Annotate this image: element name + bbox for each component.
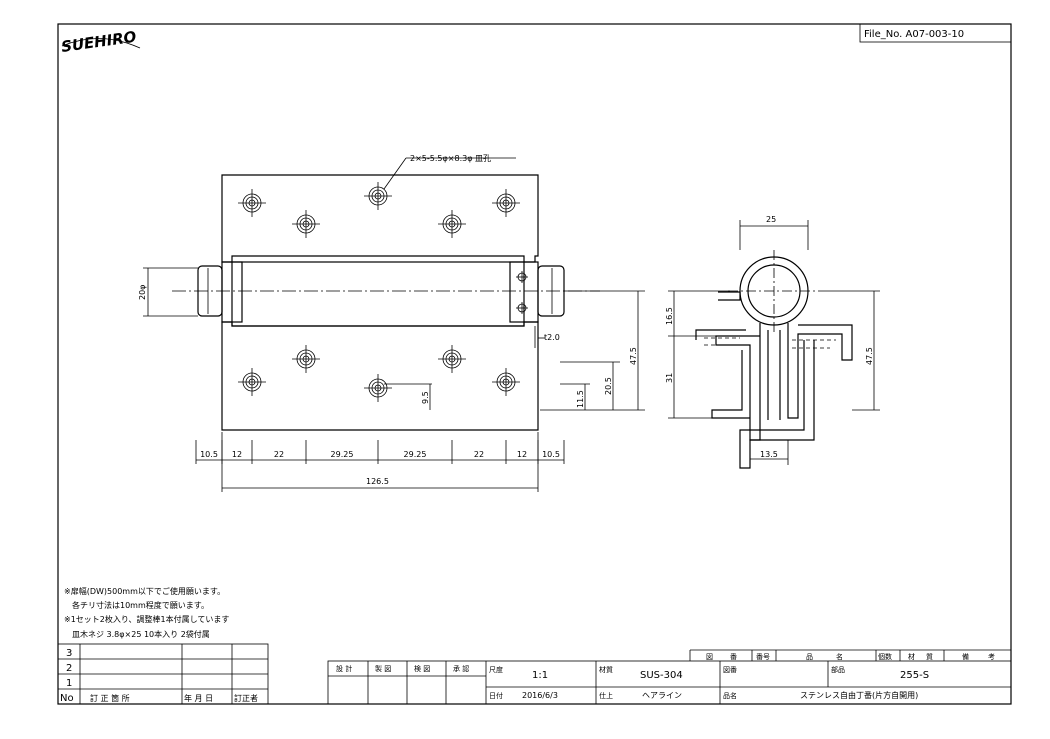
bottom-dim-label: 12 xyxy=(232,450,242,459)
ph-ko: 考 xyxy=(988,653,995,661)
countersunk-hole xyxy=(292,210,320,238)
rev-row-2: 2 xyxy=(66,663,72,674)
note-1: ※扉幅(DW)500mm以下でご使用願います。 xyxy=(64,586,225,596)
bottom-dim-label: 10.5 xyxy=(542,450,560,459)
hinge-side-view xyxy=(695,250,853,469)
callout-leader xyxy=(383,157,407,190)
countersunk-hole xyxy=(292,345,320,373)
material-label: 材質 xyxy=(599,665,613,674)
scale-label: 尺度 xyxy=(489,665,503,674)
rev-head-no: No xyxy=(60,693,74,704)
plate-thickness: t2.0 xyxy=(544,333,560,342)
hole-callout: 2×5-5.5φ×8.3φ 皿孔 xyxy=(410,154,491,163)
finish-label: 仕上 xyxy=(599,691,613,700)
bottom-dim-label: 22 xyxy=(274,450,284,459)
rev-row-1: 1 xyxy=(66,678,72,689)
side-dim-16-5: 16.5 xyxy=(665,307,674,325)
side-dim-31: 31 xyxy=(665,373,674,383)
suehiro-logo: SUEHIRO xyxy=(60,28,138,56)
finish-value: ヘアライン xyxy=(642,691,682,700)
ph-mei: 名 xyxy=(836,652,843,661)
approval-approve: 承 認 xyxy=(453,664,469,673)
file-no-box xyxy=(859,23,1012,43)
side-dim-25: 25 xyxy=(766,215,776,224)
rev-row-3: 3 xyxy=(66,648,72,659)
notes: ※扉幅(DW)500mm以下でご使用願います。 各チリ寸法は10mm程度で願いま… xyxy=(64,586,229,639)
approval-draft: 製 図 xyxy=(375,664,391,673)
drawing-no-label: 図番 xyxy=(723,666,737,674)
countersunk-hole xyxy=(364,182,392,210)
bottom-dim-label: 29.25 xyxy=(404,450,427,459)
bottom-dim-label: 22 xyxy=(474,450,484,459)
note-4: 皿木ネジ 3.8φ×25 10本入り 2袋付属 xyxy=(72,629,210,639)
note-2: 各チリ寸法は10mm程度で願います。 xyxy=(72,600,209,610)
logo-text: SUEHIRO xyxy=(60,28,138,56)
countersunk-hole xyxy=(492,368,520,396)
ph-bango: 番号 xyxy=(756,653,770,661)
file-no: File_No. A07-003-10 xyxy=(864,29,964,40)
side-dim-47-5: 47.5 xyxy=(865,347,874,365)
countersunk-holes xyxy=(238,182,520,402)
countersunk-hole xyxy=(438,345,466,373)
dim-20-5: 20.5 xyxy=(604,377,613,395)
bottom-dim-label: 10.5 xyxy=(200,450,218,459)
front-right-dimensions: 47.5 20.5 11.5 9.5 xyxy=(384,290,645,411)
ph-zai: 材 xyxy=(908,652,915,661)
countersunk-hole xyxy=(438,210,466,238)
note-3: ※1セット2枚入り、調整棒1本付属しています xyxy=(64,614,229,624)
pin-dia-label: 20φ xyxy=(138,285,147,300)
bottom-dim-label: 29.25 xyxy=(331,450,354,459)
countersunk-hole xyxy=(238,368,266,396)
countersunk-hole xyxy=(238,189,266,217)
part-no-value: 255-S xyxy=(900,670,929,681)
bottom-dimensions: 126.5 10.5 12 22 29.25 29.25 22 12 10.5 xyxy=(195,432,565,492)
ph-hin: 品 xyxy=(806,653,813,661)
ph-shitsu: 質 xyxy=(926,652,933,661)
rev-head-date: 年 月 日 xyxy=(184,693,213,703)
overall-width: 126.5 xyxy=(366,477,389,486)
rev-head-by: 訂正者 xyxy=(234,693,258,703)
date-label: 日付 xyxy=(489,691,503,700)
title-block: 図 番 番号 品 名 個数 材 質 備 考 設 計 製 図 検 図 承 認 尺度… xyxy=(327,649,1012,705)
material-value: SUS-304 xyxy=(640,670,683,681)
countersunk-hole xyxy=(492,189,520,217)
date-value: 2016/6/3 xyxy=(522,691,558,700)
logo-arc xyxy=(61,38,141,49)
ph-zu: 図 xyxy=(706,653,713,661)
dim-11-5: 11.5 xyxy=(576,390,585,408)
name-value: ステンレス自由丁番(片方自開用) xyxy=(800,690,918,700)
side-dimensions: 25 16.5 31 47.5 13.5 xyxy=(665,215,880,465)
approval-design: 設 計 xyxy=(336,664,352,673)
scale-value: 1:1 xyxy=(532,670,548,681)
bottom-dim-label: 12 xyxy=(517,450,527,459)
part-no-label: 部品 xyxy=(831,665,845,674)
ph-ban: 番 xyxy=(730,653,737,661)
ph-kosu: 個数 xyxy=(878,652,892,661)
ph-bi: 備 xyxy=(962,652,969,661)
side-dim-13-5: 13.5 xyxy=(760,450,778,459)
dim-47-5: 47.5 xyxy=(629,347,638,365)
pin-diameter-dimension: 20φ xyxy=(138,267,198,317)
approval-check: 検 図 xyxy=(414,664,430,673)
name-label: 品名 xyxy=(723,691,737,700)
dim-9-5: 9.5 xyxy=(421,391,430,404)
countersunk-hole xyxy=(364,374,392,402)
rev-head-content: 訂 正 箇 所 xyxy=(90,693,130,703)
revision-table: 3 2 1 No 訂 正 箇 所 年 月 日 訂正者 xyxy=(57,643,269,705)
